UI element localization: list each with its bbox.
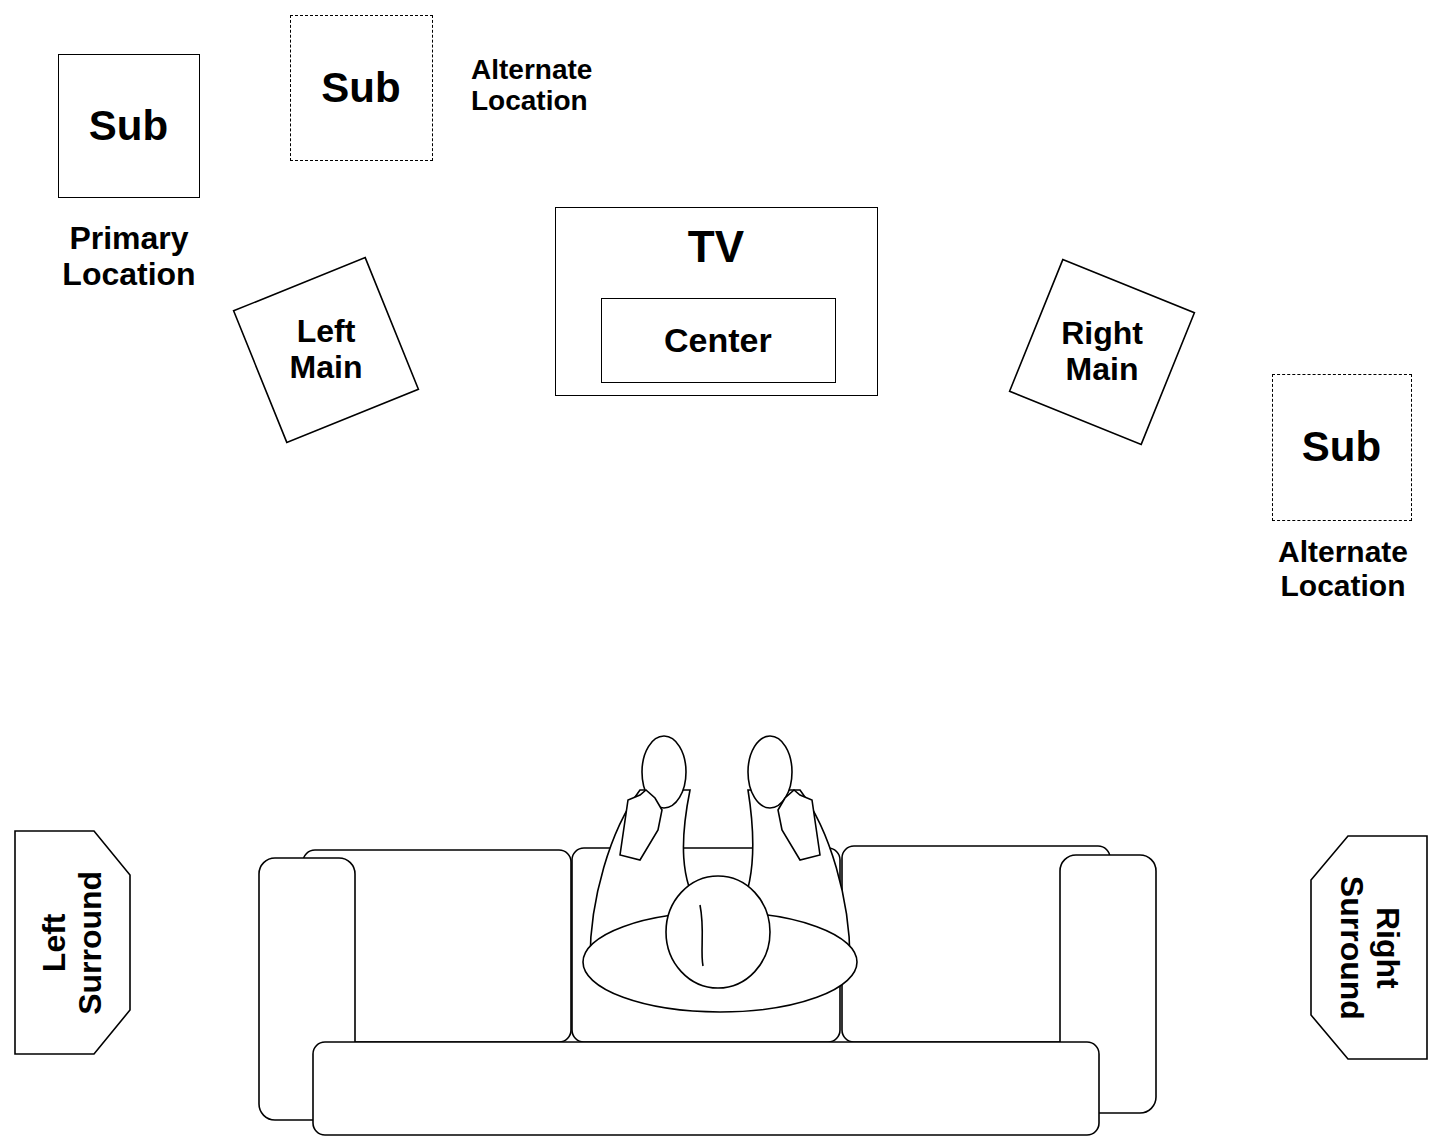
person-hand: [620, 790, 662, 860]
surround-speaker: Left Surround: [14, 830, 131, 1055]
person-hair: [700, 905, 703, 966]
person-head: [666, 876, 770, 988]
speaker-box: Left Main: [226, 250, 426, 450]
surround-speaker: Right Surround: [1310, 835, 1428, 1060]
speaker-label: Right Main: [1042, 316, 1162, 388]
location-heading: Alternate Location: [471, 54, 671, 117]
location-heading: Primary Location: [29, 221, 229, 293]
speaker-box: TV Center: [555, 207, 878, 396]
speaker-outline: [15, 831, 130, 1054]
alternate-sub-box: SubAlternate Location: [290, 15, 433, 161]
speaker-outline: [234, 258, 419, 443]
speaker-label: Left Surround: [37, 845, 109, 1040]
person-hand: [778, 790, 820, 860]
sofa-base: [313, 1042, 1099, 1135]
speaker-box: SubPrimary Location: [58, 54, 200, 198]
speaker-label: TV: [560, 222, 871, 271]
speaker-box: Right Main: [1002, 252, 1202, 452]
speaker-label: Center: [606, 321, 829, 359]
speaker-outline: [1010, 260, 1195, 445]
speaker-label: Sub: [63, 102, 193, 149]
speaker-outline: [1311, 836, 1427, 1059]
location-heading: Alternate Location: [1248, 535, 1434, 602]
speaker-label: Sub: [295, 64, 426, 111]
speaker-label: Right Surround: [1333, 850, 1405, 1045]
alternate-sub-box: SubAlternate Location: [1272, 374, 1412, 521]
speaker-label: Sub: [1277, 423, 1405, 470]
speaker-box: Center: [601, 298, 836, 383]
speaker-label: Left Main: [266, 314, 386, 386]
